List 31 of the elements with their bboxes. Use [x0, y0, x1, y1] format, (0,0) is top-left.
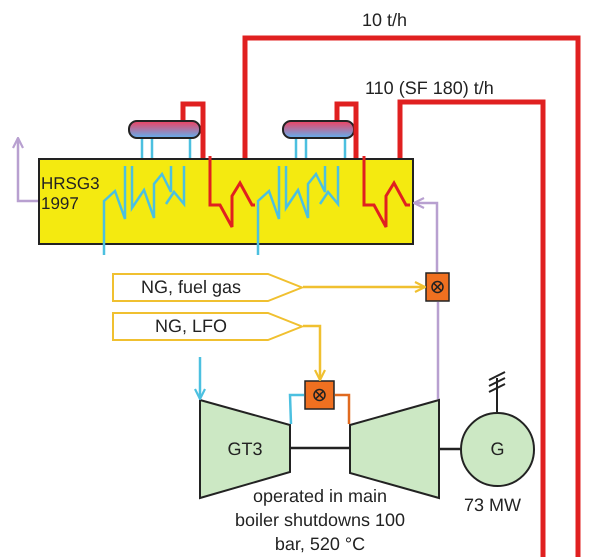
flow-arrow: [194, 357, 206, 400]
edge-label: 110 (SF 180) t/h: [365, 78, 494, 98]
pipe-line: [398, 100, 546, 557]
flow-arrow: [303, 324, 326, 382]
note-text: operated in main boiler shutdowns 100 bar, 520 °C: [234, 485, 406, 556]
node-label: NG, fuel gas: [140, 277, 242, 297]
valve-symbol: [425, 272, 450, 302]
pipe-line: [335, 394, 350, 424]
pipe-line: [140, 138, 192, 160]
valve-symbol: [304, 380, 335, 410]
fuel-inlet-tag: [112, 273, 303, 302]
node-label: GT3: [226, 439, 264, 459]
pipe-line: [180, 102, 206, 158]
pipe-line: [294, 138, 346, 160]
pipe-line: [291, 446, 349, 450]
power-rating-label: 73 MW: [464, 495, 522, 515]
node-label: NG, LFO: [154, 316, 228, 336]
steam-drum: [282, 120, 355, 139]
edge-label: 10 t/h: [362, 10, 408, 30]
flow-arrow: [12, 136, 38, 202]
pipe-line: [436, 302, 440, 399]
node-label: G: [489, 439, 506, 459]
flow-arrow: [303, 280, 426, 294]
flow-arrow: [412, 196, 438, 272]
pipe-line: [242, 36, 580, 557]
pipe-line: [288, 394, 304, 424]
pipe-line: [334, 102, 358, 158]
pipe-line: [440, 448, 460, 450]
steam-drum: [128, 120, 201, 139]
node-label: HRSG3 1997: [41, 174, 101, 214]
fuel-inlet-tag: [112, 312, 303, 341]
